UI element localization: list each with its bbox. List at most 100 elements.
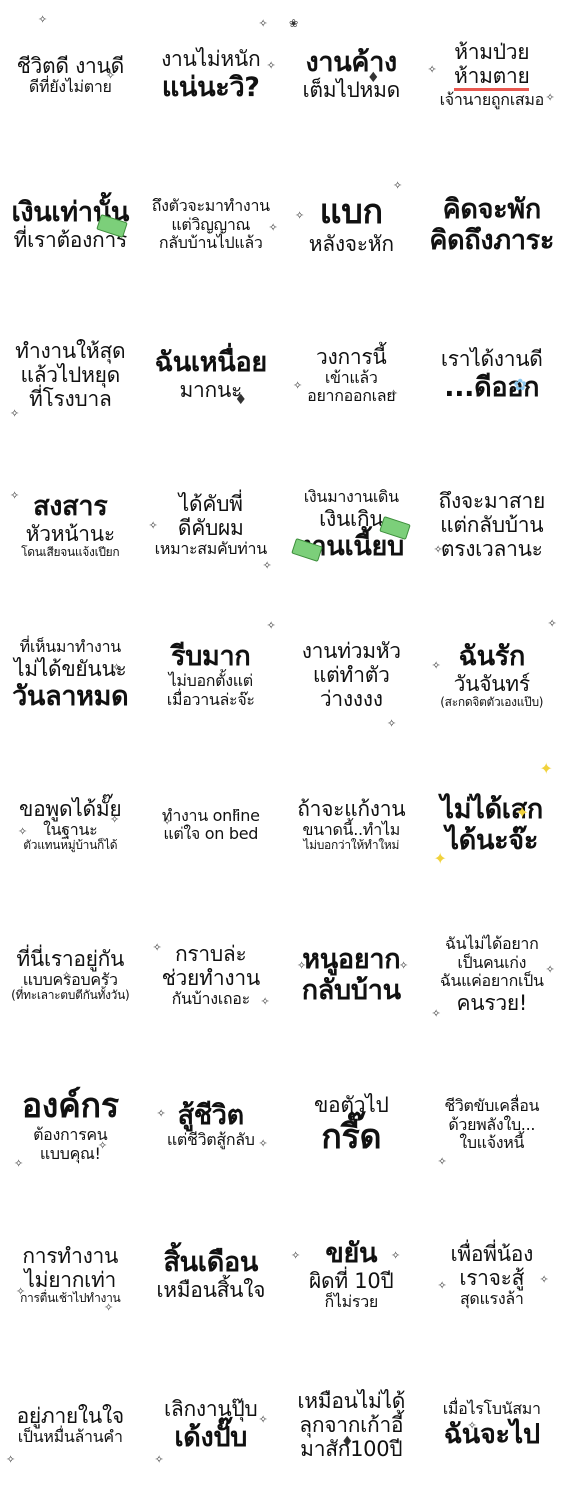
sparkle-icon: ✧: [258, 1413, 268, 1426]
sticker-19[interactable]: งานท่วมหัวแต่ทำตัวว่างงงง✧: [281, 600, 422, 750]
sticker-20[interactable]: ฉันรักวันจันทร์(สะกดจิตตัวเองแป๊บ)✧✧: [422, 600, 562, 750]
sticker-text-line: (ที่ทะเลาะตบตีกันทั้งวัน): [11, 988, 130, 1003]
sparkle-icon: ✧: [38, 13, 48, 26]
sticker-6[interactable]: ถึงตัวจะมาทำงานแต่วิญญาณกลับบ้านไปแล้ว✧: [141, 150, 282, 300]
sticker-text-line: เด้งปั๊บ: [174, 1421, 248, 1453]
sparkle-icon: ✧: [10, 489, 20, 502]
sticker-text-line: แน่นะวิ?: [161, 71, 260, 103]
sticker-35[interactable]: ขยันผิดที่ 10ปีก็ไม่รวย✧✧: [281, 1200, 422, 1350]
sticker-text-line: ดีคับผม: [177, 515, 244, 540]
sparkle-icon: ✧: [18, 825, 28, 838]
sparkle-star-icon: ✦: [539, 759, 553, 778]
sticker-27[interactable]: หนูอยากกลับบ้าน✧✧: [281, 900, 422, 1050]
sticker-39[interactable]: เหมือนไม่ได้ลุกจากเก้าอี้มาสัก100ปี♦: [281, 1350, 422, 1500]
sticker-text-line: แบบครอบครัว: [22, 969, 118, 989]
sticker-23[interactable]: ถ้าจะแก้งานขนาดนี้..ทำไมไม่บอกว่าให้ทำให…: [281, 750, 422, 900]
sticker-text-line: เข้าแล้ว: [324, 367, 378, 387]
sticker-text-line: ฉันแค่อยากเป็น: [439, 971, 544, 991]
sticker-text-line: ห้ามป่วย: [454, 40, 530, 65]
sparkle-icon: ✧: [539, 1273, 549, 1286]
sparkle-star-icon: ✦: [515, 803, 529, 822]
sticker-text-line: คิดจะพัก: [442, 193, 542, 225]
sticker-text-line: ฉันเหนื่อย: [154, 347, 268, 379]
sticker-text-line: ที่นี่เราอยู่กัน: [16, 946, 125, 971]
sticker-text-line: รีบมาก: [171, 641, 251, 673]
sticker-text-line: ถึงจะมาสาย: [438, 488, 546, 513]
sticker-9[interactable]: ทำงานให้สุดแล้วไปหยุดที่โรงบาล✧: [0, 300, 141, 450]
sticker-36[interactable]: เพื่อพี่น้องเราจะสู้สุดแรงล้า✧✧: [422, 1200, 562, 1350]
sparkle-icon: ✧: [431, 659, 441, 672]
sticker-text-line: สู้ชีวิต: [177, 1100, 245, 1132]
sticker-text-line: กลับบ้าน: [301, 975, 401, 1006]
sticker-15[interactable]: เงินมางานเดินเงินเกินงานเนี้ยบ: [281, 450, 422, 600]
sparkle-icon: ✧: [156, 1107, 166, 1120]
sticker-text-line: เหมือนไม่ได้: [297, 1388, 406, 1413]
sparkle-icon: ✧: [98, 1139, 108, 1152]
sticker-text-line: ชีวิตขับเคลื่อน: [444, 1096, 540, 1116]
sticker-text-line: เป็นหมื่นล้านคำ: [17, 1426, 123, 1446]
sticker-32[interactable]: ชีวิตขับเคลื่อนด้วยพลังใบ...ใบแจ้งหนี้✧: [422, 1050, 562, 1200]
sticker-12[interactable]: เราได้งานดี...ดีออก✿: [422, 300, 562, 450]
sticker-text-line: ดีที่ยังไม่ตาย: [28, 76, 112, 96]
sticker-11[interactable]: วงการนี้เข้าแล้วอยากออกเลย✧✧: [281, 300, 422, 450]
sparkle-icon: ✧: [391, 1249, 401, 1262]
sticker-31[interactable]: ขอตัวไปกรี๊ด: [281, 1050, 422, 1200]
sparkle-icon: ✧: [162, 815, 172, 828]
sticker-18[interactable]: รีบมากไม่บอกตั้งแต่เมื่อวานล่ะจ๊ะ✧: [141, 600, 282, 750]
sticker-text-line: ขอตัวไป: [314, 1093, 389, 1118]
sticker-5[interactable]: เงินเท่านั้นที่เราต้องการ: [0, 150, 141, 300]
sticker-37[interactable]: อยู่ภายในใจเป็นหมื่นล้านคำ✧: [0, 1350, 141, 1500]
sticker-text-line: ถ้าจะแก้งาน: [297, 796, 406, 821]
sticker-28[interactable]: ฉันไม่ได้อยากเป็นคนเก่งฉันแค่อยากเป็นคนร…: [422, 900, 562, 1050]
sticker-text-line: ตรงเวลานะ: [440, 537, 543, 562]
sticker-text-line: หัวหน้านะ: [25, 521, 115, 546]
sticker-text-line: งานไม่หนัก: [161, 47, 261, 72]
sticker-text-line: ขนาดนี้..ทำไม: [302, 819, 401, 839]
sticker-1[interactable]: ชีวิตดี งานดีดีที่ยังไม่ตาย✧✧: [0, 0, 141, 150]
sticker-14[interactable]: ได้คับพี่ดีคับผมเหมาะสมคับท่าน✧✧: [141, 450, 282, 600]
sticker-text-line: กราบล่ะ: [175, 941, 247, 966]
sticker-text-line: อยู่ภายในใจ: [16, 1403, 125, 1428]
sticker-text-line: เลิกงานปุ๊บ: [164, 1397, 258, 1422]
sticker-40[interactable]: เมื่อไรโบนัสมาฉันจะไป✧: [422, 1350, 562, 1500]
sticker-26[interactable]: กราบล่ะช่วยทำงานกันบ้างเถอะ✧✧: [141, 900, 282, 1050]
sticker-33[interactable]: การทำงานไม่ยากเท่าการตื่นเช้าไปทำงาน✧✧: [0, 1200, 141, 1350]
sticker-text-line: แต่กลับบ้าน: [440, 512, 544, 537]
sticker-text-line: ไม่บอกตั้งแต่: [168, 671, 254, 691]
sticker-10[interactable]: ฉันเหนื่อยมากนะ♦: [141, 300, 282, 450]
sticker-3[interactable]: งานค้างเต็มไปหมด❀♦: [281, 0, 422, 150]
sticker-24[interactable]: ไม่ได้เสกได้นะจ๊ะ✦✦✦: [422, 750, 562, 900]
sticker-8[interactable]: คิดจะพักคิดถึงภาระ: [422, 150, 562, 300]
sparkle-icon: ✧: [427, 63, 437, 76]
sticker-text-line: เงินเกิน: [319, 506, 384, 531]
sticker-text-line: ในฐานะ: [43, 819, 98, 839]
sticker-text-line: สิ้นเดือน: [163, 1247, 259, 1279]
sticker-2[interactable]: งานไม่หนักแน่นะวิ?✧✧: [141, 0, 282, 150]
sticker-text-line: ได้คับพี่: [178, 491, 243, 516]
sparkle-icon: ✧: [110, 813, 120, 826]
sticker-34[interactable]: สิ้นเดือนเหมือนสิ้นใจ: [141, 1200, 282, 1350]
sparkle-icon: ✧: [258, 17, 268, 30]
sticker-4[interactable]: ห้ามป่วยห้ามตายเจ้านายถูกเสมอ✧✧: [422, 0, 562, 150]
sticker-17[interactable]: ที่เห็นมาทำงานไม่ได้ขยันนะวันลาหมด✧: [0, 600, 141, 750]
sticker-text-line: ฉันรัก: [458, 640, 526, 672]
sticker-7[interactable]: แบกหลังจะหัก✧✧: [281, 150, 422, 300]
sticker-text-line: ว่างงงง: [319, 687, 383, 712]
sparkle-icon: ✧: [268, 221, 278, 234]
sticker-29[interactable]: องค์กรต้องการคนแบบคุณ!✧✧: [0, 1050, 141, 1200]
sticker-16[interactable]: ถึงจะมาสายแต่กลับบ้านตรงเวลานะ✧: [422, 450, 562, 600]
sparkle-icon: ❀: [289, 17, 299, 30]
sticker-25[interactable]: ที่นี่เราอยู่กันแบบครอบครัว(ที่ทะเลาะตบต…: [0, 900, 141, 1050]
sticker-text-line: ...ดีออก: [444, 371, 540, 403]
sweat-drop-icon: ♦: [234, 392, 248, 408]
sticker-21[interactable]: ขอพูดได้มั๊ยในฐานะตัวแทนหมู่บ้านก็ได้✧✧: [0, 750, 141, 900]
flower-icon: ✿: [513, 375, 527, 394]
sticker-38[interactable]: เลิกงานปุ๊บเด้งปั๊บ✧✧: [141, 1350, 282, 1500]
sticker-text-line: ทำงานให้สุด: [15, 338, 126, 363]
sparkle-icon: ✧: [467, 1419, 477, 1432]
sticker-13[interactable]: สงสารหัวหน้านะโดนเสียจนแจ้งเปียก✧: [0, 450, 141, 600]
sticker-30[interactable]: สู้ชีวิตแต่ชีวิตสู้กลับ✧✧: [141, 1050, 282, 1200]
sticker-text-line: สุดแรงล้า: [459, 1288, 524, 1308]
